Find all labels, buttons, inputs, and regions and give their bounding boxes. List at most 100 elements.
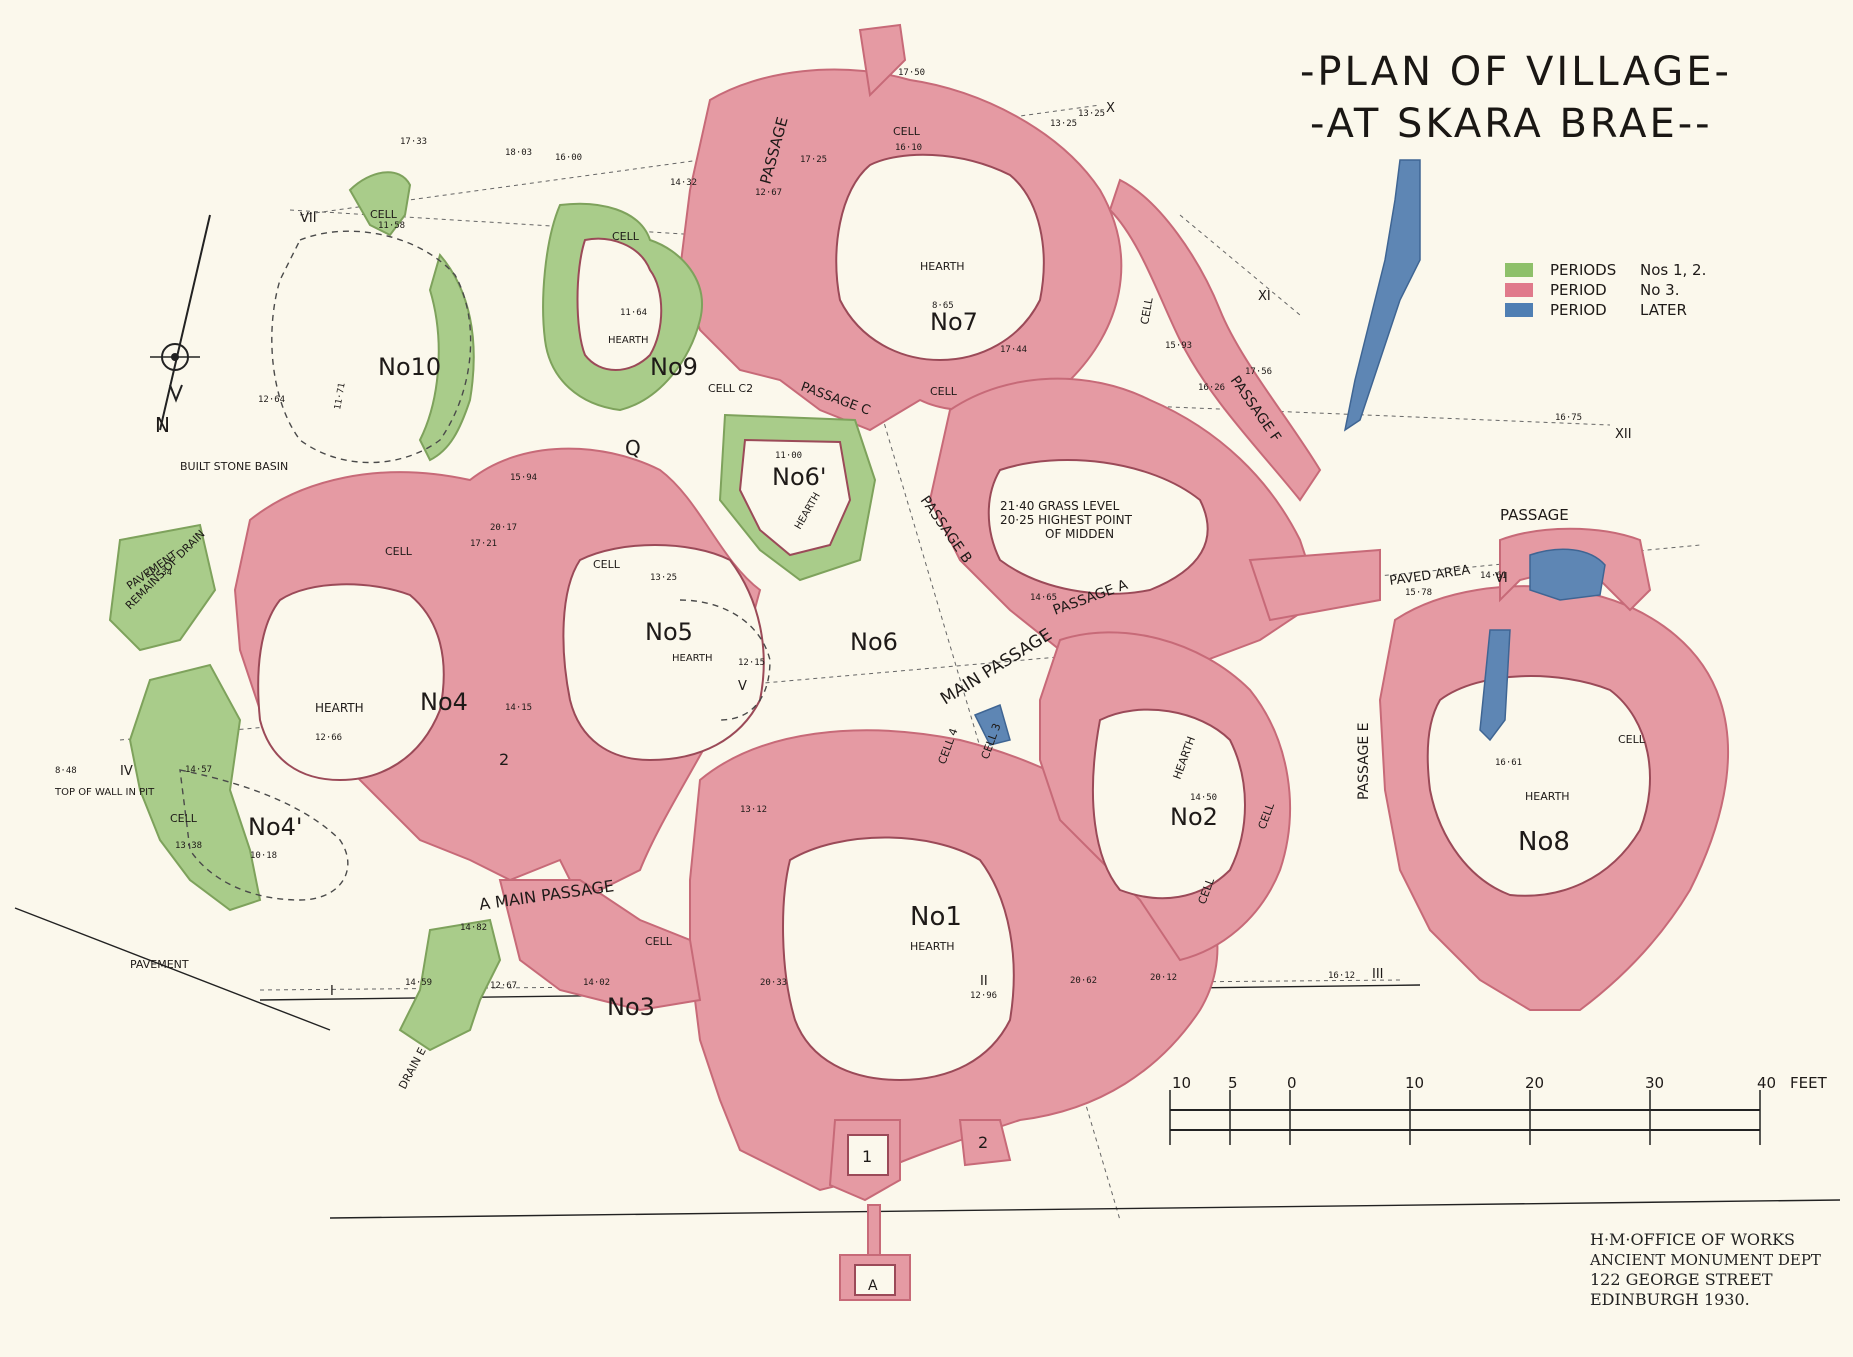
level-34: 13·38 bbox=[175, 841, 202, 851]
imprint-line-1: H·M·OFFICE OF WORKS bbox=[1590, 1230, 1795, 1249]
level-23: 12·15 bbox=[738, 658, 765, 668]
period-1-2-structures bbox=[108, 171, 877, 1052]
level-39: 14·82 bbox=[460, 923, 487, 933]
imprint: H·M·OFFICE OF WORKS ANCIENT MONUMENT DEP… bbox=[1589, 1230, 1821, 1309]
level-42: 12·96 bbox=[970, 991, 997, 1001]
level-3: 14·32 bbox=[670, 178, 697, 188]
passage-label-east: PASSAGE bbox=[1500, 506, 1569, 524]
level-17: 16·75 bbox=[1555, 413, 1582, 423]
level-16: 17·56 bbox=[1245, 367, 1272, 377]
cell-label-no9: CELL bbox=[612, 230, 640, 243]
cell-label-no5: CELL bbox=[593, 558, 621, 571]
level-38: 14·59 bbox=[405, 978, 432, 988]
section-marker-II: II bbox=[980, 974, 988, 989]
midden-label: OF MIDDEN bbox=[1045, 527, 1114, 541]
scale-tick-0: 0 bbox=[1287, 1074, 1297, 1092]
house-7-label: No7 bbox=[930, 308, 978, 336]
built-stone-basin-label: BUILT STONE BASIN bbox=[180, 460, 288, 473]
legend: PERIODS Nos 1, 2. PERIOD No 3. PERIOD LA… bbox=[1505, 261, 1706, 319]
title-line-2: -AT SKARA BRAE-- bbox=[1310, 101, 1713, 147]
house-2-label: No2 bbox=[1170, 803, 1218, 831]
entrance-cells bbox=[828, 1119, 1012, 1301]
level-20: 20·17 bbox=[490, 523, 517, 533]
level-27: 16·61 bbox=[1495, 758, 1522, 768]
section-marker-XI: XI bbox=[1258, 289, 1271, 304]
passage-e-label: PASSAGE E bbox=[1356, 723, 1372, 800]
cell-label-no8: CELL bbox=[1618, 733, 1646, 746]
level-7: 16·10 bbox=[895, 143, 922, 153]
cell-label-no7: CELL bbox=[893, 125, 921, 138]
house-6-prime-label: No6' bbox=[772, 463, 827, 491]
cell-label-east: CELL bbox=[1138, 296, 1156, 326]
level-37: 12·67 bbox=[490, 981, 517, 991]
level-24: 14·65 bbox=[1030, 593, 1057, 603]
drain-e-label: DRAIN E bbox=[396, 1045, 429, 1091]
house-3-label: No3 bbox=[607, 993, 655, 1021]
main-passage-label: MAIN PASSAGE bbox=[937, 625, 1056, 709]
imprint-line-2: ANCIENT MONUMENT DEPT bbox=[1589, 1251, 1821, 1269]
section-marker-VI: VI bbox=[1495, 571, 1508, 586]
section-marker-I: I bbox=[330, 984, 334, 999]
compass: N bbox=[150, 214, 211, 437]
highest-point-label: 20·25 HIGHEST POINT bbox=[1000, 513, 1133, 527]
level-11: 11·71 bbox=[333, 382, 348, 410]
level-1: 18·03 bbox=[505, 148, 532, 158]
house-4-label: No4 bbox=[420, 688, 468, 716]
section-marker-III: III bbox=[1372, 967, 1384, 982]
level-40: 13·12 bbox=[740, 805, 767, 815]
cell-label-no4-prime: CELL bbox=[170, 812, 198, 825]
q-marker: Q bbox=[625, 436, 641, 460]
hearth-no5: HEARTH bbox=[672, 653, 713, 664]
level-6: 13·25 bbox=[1050, 119, 1077, 129]
level-36: 14·02 bbox=[583, 978, 610, 988]
hearth-no8: HEARTH bbox=[1525, 790, 1570, 803]
section-marker-V: V bbox=[738, 679, 747, 694]
section-marker-XII: XII bbox=[1615, 427, 1632, 442]
cell-c2-label: CELL C2 bbox=[708, 382, 753, 395]
hearth-no4: HEARTH bbox=[315, 701, 364, 715]
house-5-label: No5 bbox=[645, 618, 693, 646]
scale-tick-10: 10 bbox=[1405, 1074, 1424, 1092]
level-41: 20·33 bbox=[760, 978, 787, 988]
level-43: 20·62 bbox=[1070, 976, 1097, 986]
imprint-line-3: 122 GEORGE STREET bbox=[1590, 1270, 1773, 1289]
section-marker-VII: VII bbox=[300, 211, 317, 226]
level-9: 11·64 bbox=[620, 308, 647, 318]
level-5: 17·25 bbox=[800, 155, 827, 165]
level-2: 16·00 bbox=[555, 153, 582, 163]
hearth-no9: HEARTH bbox=[608, 335, 649, 346]
level-14: 15·93 bbox=[1165, 341, 1192, 351]
later-period-structures bbox=[973, 159, 1606, 746]
cell-label-no3: CELL bbox=[645, 935, 673, 948]
level-47: 13·25 bbox=[1078, 109, 1105, 119]
cell-number-2-no4: 2 bbox=[499, 750, 509, 769]
level-29: 14·15 bbox=[505, 703, 532, 713]
legend-label-2: PERIOD bbox=[1550, 281, 1607, 299]
level-45: 16·12 bbox=[1328, 971, 1355, 981]
level-0: 17·33 bbox=[400, 137, 427, 147]
level-44: 20·12 bbox=[1150, 973, 1177, 983]
house-8-label: No8 bbox=[1518, 827, 1570, 857]
top-of-wall-label: TOP OF WALL IN PIT bbox=[54, 787, 155, 798]
house-4-prime-label: No4' bbox=[248, 813, 303, 841]
legend-swatch-blue bbox=[1505, 303, 1533, 317]
house-1-label: No1 bbox=[910, 902, 962, 932]
house-6-label: No6 bbox=[850, 628, 898, 656]
dashed-outlines bbox=[179, 230, 771, 901]
house-10-label: No10 bbox=[378, 353, 441, 381]
scale-tick-20: 20 bbox=[1525, 1074, 1544, 1092]
house-9-label: No9 bbox=[650, 353, 698, 381]
level-19: 15·94 bbox=[510, 473, 537, 483]
level-25: 15·78 bbox=[1405, 588, 1432, 598]
level-4: 12·67 bbox=[755, 188, 782, 198]
entrance-a-label: A bbox=[868, 1278, 878, 1294]
level-30: 12·66 bbox=[315, 733, 342, 743]
scale-tick-10-left: 10 bbox=[1172, 1074, 1191, 1092]
cell-label-no4: CELL bbox=[385, 545, 413, 558]
level-22: 13·25 bbox=[650, 573, 677, 583]
cell-number-1-entrance: 1 bbox=[862, 1147, 872, 1166]
grass-level-label: 21·40 GRASS LEVEL bbox=[1000, 499, 1120, 513]
level-35: 14·57 bbox=[185, 765, 212, 775]
